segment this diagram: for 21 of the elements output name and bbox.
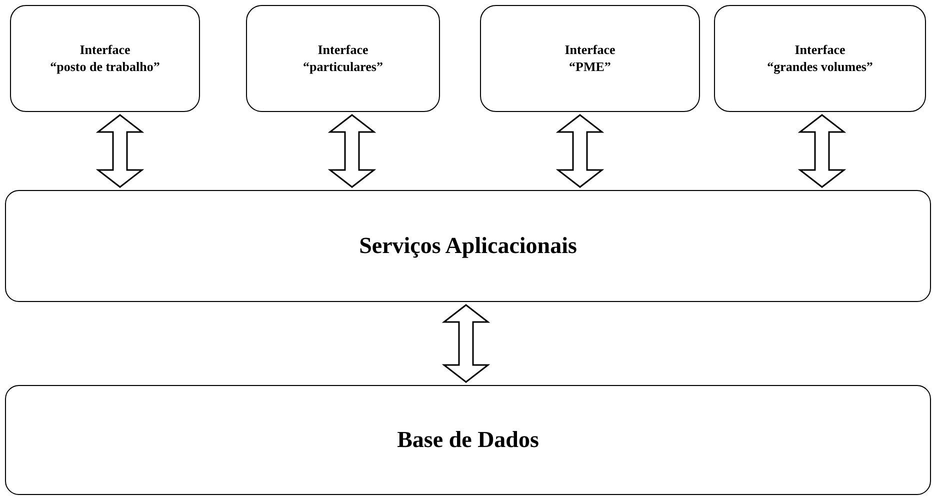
- box-label: “particulares”: [303, 58, 383, 75]
- box-label: Interface: [564, 42, 616, 58]
- layer-box: [5, 190, 931, 302]
- double-arrow: [96, 114, 144, 188]
- double-arrow: [556, 114, 604, 188]
- layer-box: [5, 385, 931, 495]
- box-label: Interface: [318, 42, 368, 58]
- interface-box: [246, 5, 440, 112]
- interface-box: [10, 5, 200, 112]
- interface-box: [480, 5, 700, 112]
- box-label: “posto de trabalho”: [50, 58, 160, 75]
- double-arrow: [328, 114, 376, 188]
- box-label: Interface: [794, 42, 846, 58]
- double-arrow: [798, 114, 846, 188]
- box-label: “grandes volumes”: [767, 58, 873, 75]
- box-label: Interface: [80, 42, 130, 58]
- box-label: “PME”: [569, 58, 611, 75]
- interface-box: [714, 5, 926, 112]
- box-label: Serviços Aplicacionais: [359, 232, 577, 260]
- double-arrow: [442, 304, 490, 383]
- box-label: Base de Dados: [397, 426, 539, 454]
